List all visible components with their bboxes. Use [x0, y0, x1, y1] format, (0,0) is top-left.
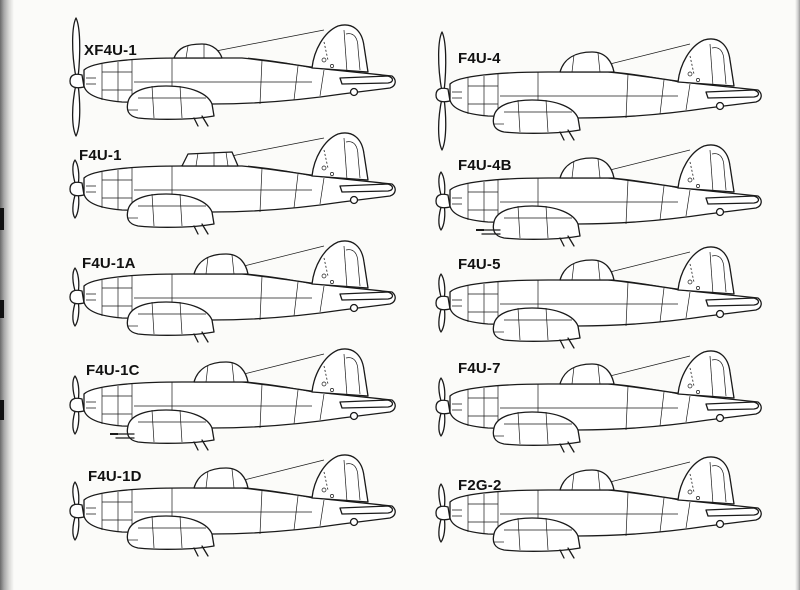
scan-right-edge: [795, 0, 800, 590]
aircraft-label: F4U-7: [458, 360, 501, 377]
scan-edge-mark: [0, 300, 4, 318]
aircraft-label: XF4U-1: [84, 42, 137, 59]
aircraft-side-view: [435, 31, 762, 151]
aircraft-label: F4U-4: [458, 50, 501, 67]
aircraft-figure-f4u-1: F4U-1: [62, 128, 422, 238]
aircraft-label: F4U-4B: [458, 157, 512, 174]
aircraft-label: F2G-2: [458, 477, 502, 494]
aircraft-side-view: [435, 144, 762, 247]
aircraft-side-view: [69, 348, 396, 451]
aircraft-figure-f4u-7: F4U-7: [428, 346, 788, 456]
aircraft-figure-f4u-4: F4U-4: [428, 31, 788, 151]
aircraft-figure-f4u-1d: F4U-1D: [62, 450, 422, 560]
aircraft-side-view: [69, 454, 396, 557]
aircraft-figure-f4u-1c: F4U-1C: [62, 344, 422, 454]
aircraft-figure-xf4u-1: XF4U-1: [62, 17, 422, 137]
aircraft-side-view: [435, 350, 762, 453]
aircraft-side-view: [69, 240, 396, 343]
scan-edge-mark: [0, 208, 4, 230]
aircraft-side-view: [69, 17, 396, 137]
aircraft-figure-f4u-4b: F4U-4B: [428, 140, 788, 250]
aircraft-label: F4U-5: [458, 256, 501, 273]
aircraft-side-view: [435, 456, 762, 559]
scan-edge-mark: [0, 400, 4, 420]
aircraft-label: F4U-1A: [82, 255, 136, 272]
aircraft-label: F4U-1: [79, 147, 122, 164]
aircraft-label: F4U-1C: [86, 362, 140, 379]
aircraft-figure-f4u-5: F4U-5: [428, 242, 788, 352]
aircraft-figure-f2g-2: F2G-2: [428, 452, 788, 562]
scan-left-edge: [0, 0, 14, 590]
aircraft-side-view: [69, 132, 396, 235]
aircraft-label: F4U-1D: [88, 468, 142, 485]
aircraft-side-view: [435, 246, 762, 349]
aircraft-figure-f4u-1a: F4U-1A: [62, 236, 422, 346]
